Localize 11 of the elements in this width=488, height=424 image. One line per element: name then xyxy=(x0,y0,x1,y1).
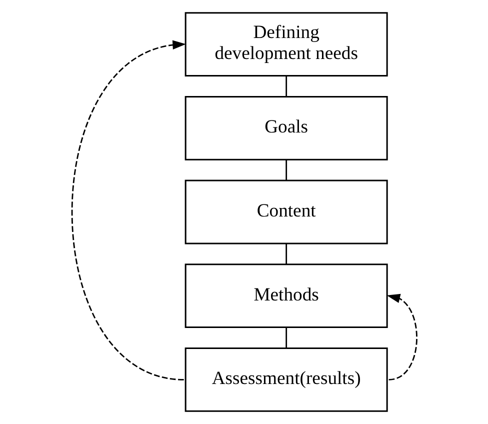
connector xyxy=(285,327,287,348)
node-box: Goals xyxy=(184,96,388,160)
node-box: Assessment(results) xyxy=(184,348,388,412)
connector xyxy=(285,76,287,96)
node-box: Defining development needs xyxy=(184,12,388,76)
arrow xyxy=(386,294,417,380)
arrow xyxy=(71,40,186,380)
node-box: Methods xyxy=(184,264,388,328)
connector xyxy=(285,244,287,264)
node-box: Content xyxy=(184,180,388,244)
connector xyxy=(285,160,287,180)
